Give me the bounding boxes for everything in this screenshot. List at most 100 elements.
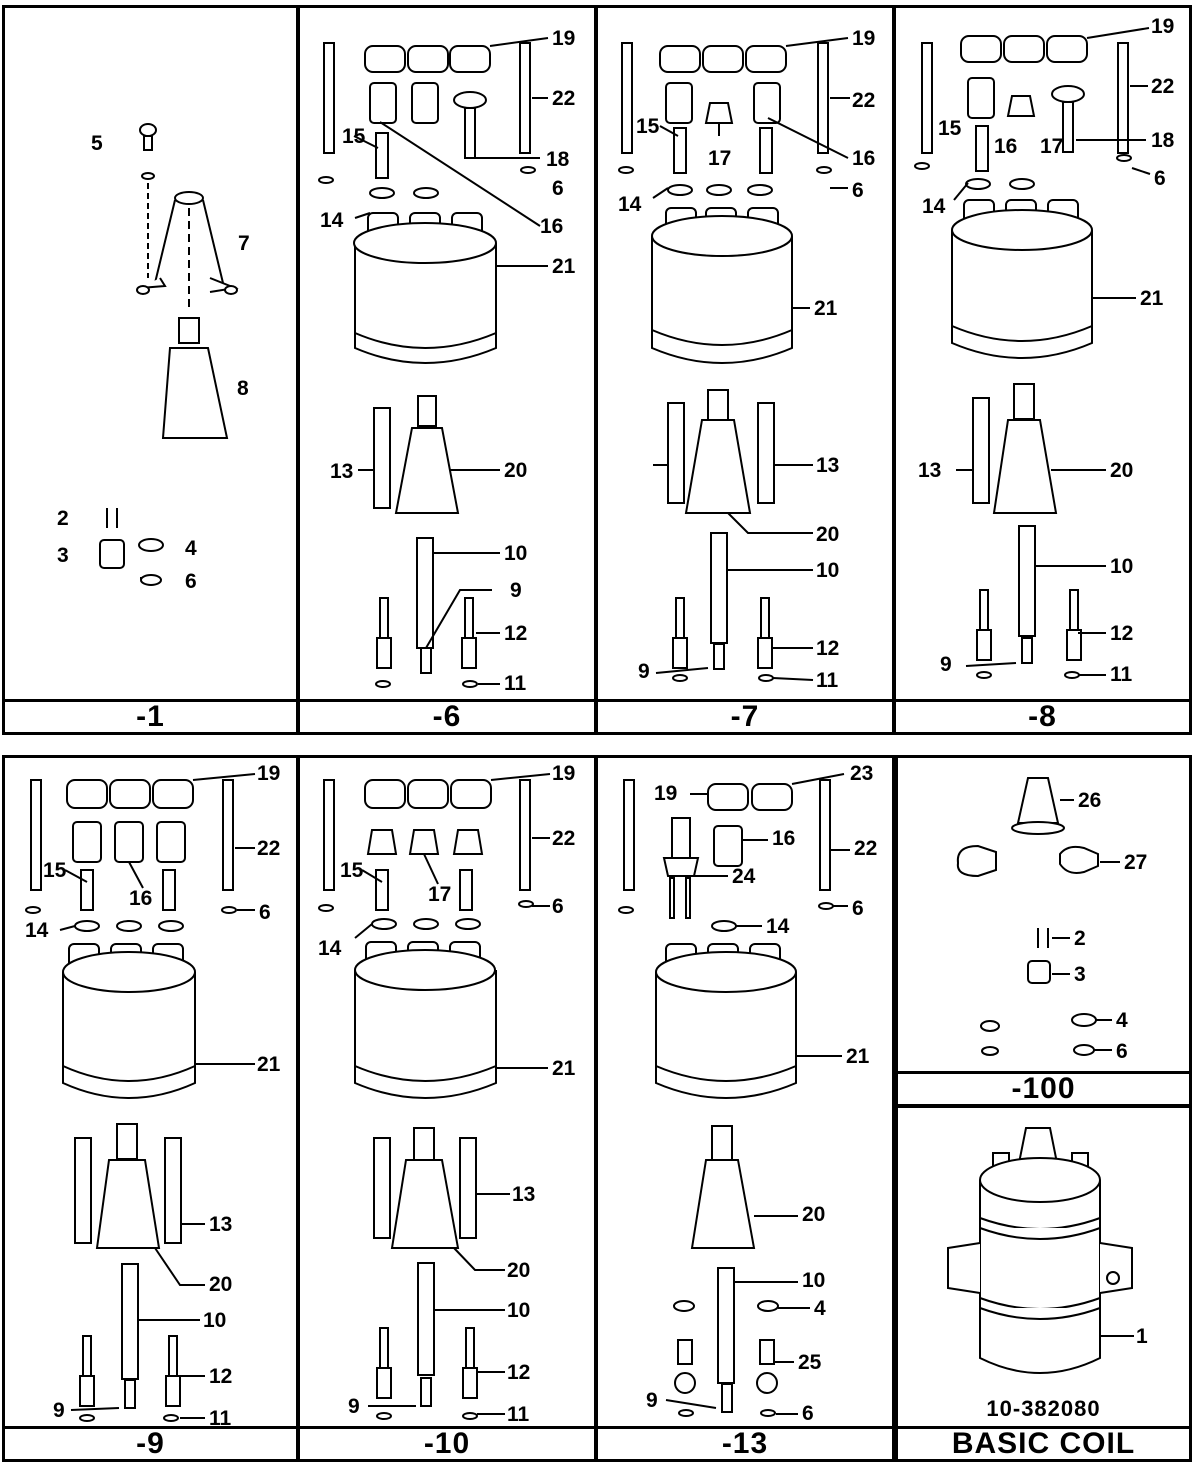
callout-14: 14 [320,209,344,232]
callout-18: 18 [546,148,570,171]
kit-caption: -100 [898,1071,1189,1104]
callout-15: 15 [636,115,660,138]
callout-15: 15 [340,859,364,882]
kit-13-drawing [618,773,850,1417]
callout-19: 19 [852,27,876,50]
callout-12: 12 [816,637,840,660]
callout-12: 12 [1110,622,1134,645]
callout-15: 15 [43,859,67,882]
kit-8-drawing [914,27,1151,679]
callout-15: 15 [342,125,366,148]
callout-9: 9 [53,1399,65,1422]
callout-6: 6 [185,570,197,593]
callout-16: 16 [772,827,796,850]
basic-coil-drawing [947,1127,1134,1374]
kit-caption: -6 [300,699,594,732]
callout-16: 16 [852,147,876,170]
callout-19: 19 [1151,15,1175,38]
kit-caption: -8 [896,699,1189,732]
callout-5: 5 [91,132,103,155]
callout-12: 12 [504,622,528,645]
callout-14: 14 [922,195,946,218]
callout-6: 6 [552,177,564,200]
callout-3: 3 [57,544,69,567]
callout-11: 11 [504,672,527,695]
callout-13: 13 [209,1213,233,1236]
callout-21: 21 [814,297,838,320]
callout-25: 25 [798,1351,822,1374]
callout-21: 21 [552,255,576,278]
callout-21: 21 [846,1045,870,1068]
callout-10: 10 [504,542,528,565]
callout-21: 21 [1140,287,1164,310]
callout-22: 22 [257,837,281,860]
callout-26: 26 [1078,789,1102,812]
callout-4: 4 [185,537,197,560]
callout-12: 12 [507,1361,531,1384]
callout-20: 20 [209,1273,233,1296]
callout-19: 19 [552,762,576,785]
callout-18: 18 [1151,129,1175,152]
callout-14: 14 [25,919,49,942]
kit-caption: -1 [5,699,296,732]
callout-24: 24 [732,865,756,888]
panel-kit-13: 19 23 16 22 24 6 14 21 20 10 4 25 9 6 -1… [595,755,895,1462]
callout-2: 2 [1074,927,1086,950]
callout-21: 21 [257,1053,281,1076]
callout-20: 20 [504,459,528,482]
kit-6-drawing [318,37,549,688]
panel-kit-10: 19 22 15 17 6 14 21 13 20 10 12 9 11 -10 [297,755,597,1462]
callout-9: 9 [646,1389,658,1412]
callout-6: 6 [259,901,271,924]
callout-6: 6 [852,897,864,920]
callout-13: 13 [330,460,354,483]
callout-14: 14 [318,937,342,960]
callout-20: 20 [802,1203,826,1226]
kit-10-drawing [318,773,551,1420]
callout-9: 9 [940,653,952,676]
panel-basic-coil: 1 10-382080 BASIC COIL [895,1105,1192,1462]
callout-4: 4 [1116,1009,1128,1032]
panel-kit-8: 19 22 15 16 17 18 6 14 21 13 20 10 12 9 … [893,5,1192,735]
callout-11: 11 [1110,663,1133,686]
kit-7-drawing [618,37,850,682]
callout-3: 3 [1074,963,1086,986]
kit-caption: -7 [598,699,892,732]
callout-9: 9 [510,579,522,602]
callout-11: 11 [507,1403,530,1426]
callout-8: 8 [237,377,249,400]
kit-1-drawing [99,123,239,586]
callout-21: 21 [552,1057,576,1080]
callout-13: 13 [918,459,942,482]
callout-22: 22 [852,89,876,112]
callout-22: 22 [1151,75,1175,98]
callout-17: 17 [428,883,452,906]
callout-17: 17 [1040,135,1064,158]
kit-caption: -10 [300,1426,594,1459]
callout-10: 10 [507,1299,531,1322]
callout-19: 19 [654,782,678,805]
callout-19: 19 [552,27,576,50]
kit-caption: -13 [598,1426,892,1459]
callout-10: 10 [203,1309,227,1332]
kit-9-drawing [25,773,256,1422]
callout-17: 17 [708,147,732,170]
callout-11: 11 [209,1407,232,1430]
callout-12: 12 [209,1365,233,1388]
callout-1: 1 [1136,1325,1148,1348]
callout-10: 10 [816,559,840,582]
callout-19: 19 [257,762,281,785]
panel-kit-7: 19 22 15 17 16 6 14 21 13 20 10 12 9 11 … [595,5,895,735]
callout-22: 22 [854,837,878,860]
callout-27: 27 [1124,851,1148,874]
callout-6: 6 [1116,1040,1128,1063]
callout-7: 7 [238,232,250,255]
callout-14: 14 [618,193,642,216]
callout-6: 6 [852,179,864,202]
panel-kit-6: 19 22 15 18 6 14 16 21 13 20 10 9 12 11 … [297,5,597,735]
callout-6: 6 [802,1402,814,1425]
callout-22: 22 [552,827,576,850]
callout-14: 14 [766,915,790,938]
callout-11: 11 [816,669,839,692]
callout-6: 6 [552,895,564,918]
